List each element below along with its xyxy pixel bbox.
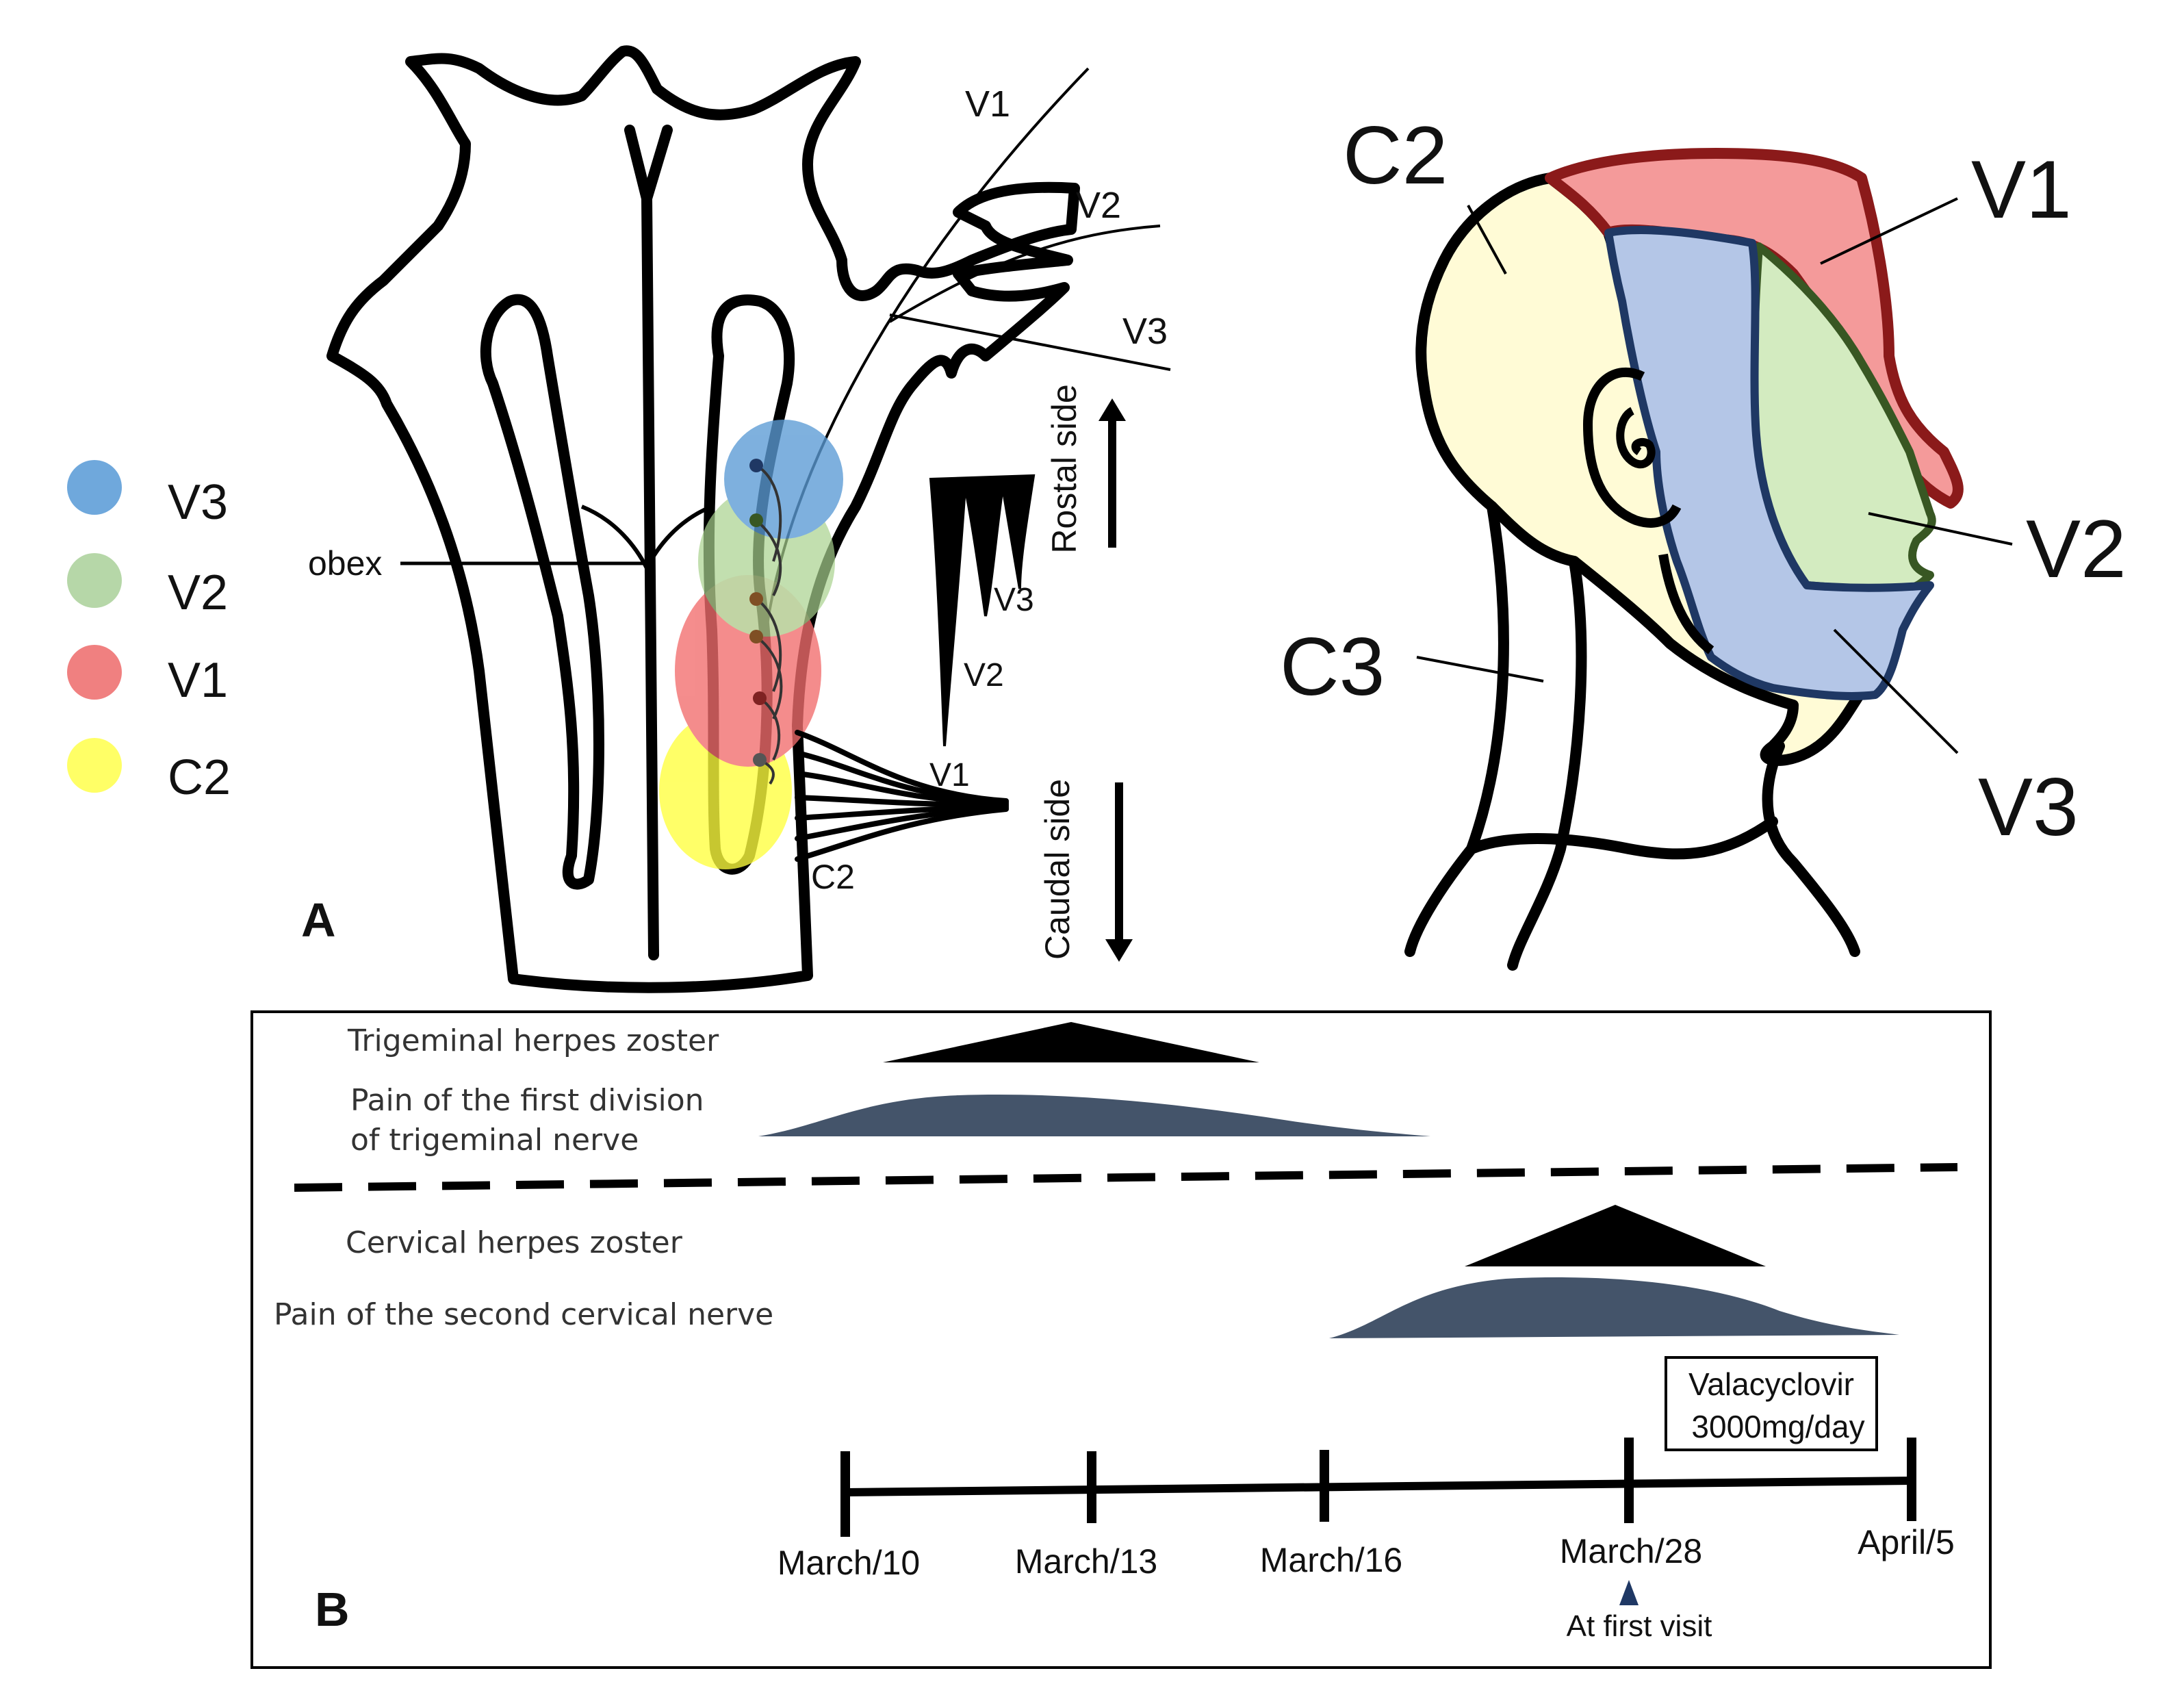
divider-dashed (294, 1163, 1958, 1192)
label-nerve-v3: V3 (1122, 311, 1168, 352)
legend-label-c2: C2 (168, 750, 231, 805)
treatment-box (1665, 1356, 1878, 1451)
timeline-ticks (840, 1438, 1916, 1537)
legend-swatch-v1 (67, 645, 122, 700)
legend-swatch-v3 (67, 460, 122, 515)
legend-item-c2: C2 (67, 738, 231, 805)
legend-label-v2: V2 (168, 565, 228, 620)
row-label-pain-v1-line2: of trigeminal nerve (350, 1123, 639, 1158)
label-head-v3: V3 (1978, 761, 2079, 853)
ear-inner (1616, 407, 1656, 469)
label-nerve-v2: V2 (1076, 185, 1121, 226)
legend-item-v2: V2 (67, 553, 228, 620)
brainstem-outline (326, 45, 1080, 993)
panel-b-timeline: Valacyclovir 3000mg/day March/10 March/1… (250, 1010, 1992, 1669)
legend-label-v3: V3 (168, 475, 228, 530)
label-nerve-v1: V1 (965, 84, 1010, 125)
somatotopic-wedge (929, 474, 1036, 747)
pain-c2-curve (1329, 1277, 1899, 1338)
nerve-fiber-v2 (888, 225, 1161, 323)
legend-swatch-v2 (67, 553, 122, 608)
cheek-line (1658, 553, 1714, 654)
label-wedge-v2: V2 (964, 657, 1004, 693)
neuron-terminals (755, 464, 783, 785)
nerve-fiber-v3 (889, 314, 1171, 371)
caudal-arrow (1105, 782, 1133, 962)
neuron-dots (749, 459, 767, 767)
label-wedge-v1: V1 (929, 757, 970, 793)
legend-swatch-c2 (67, 738, 122, 793)
legend: V3 V2 V1 C2 (67, 460, 231, 805)
date-label-5: April/5 (1858, 1523, 1955, 1561)
label-head-v2: V2 (2026, 503, 2127, 595)
label-wedge-v3: V3 (994, 582, 1034, 618)
label-head-c2: C2 (1343, 110, 1448, 201)
rostral-arrow (1099, 398, 1126, 548)
cervical-zoster-bar (1465, 1205, 1766, 1266)
row-label-trigeminal-zoster: Trigeminal herpes zoster (347, 1023, 719, 1058)
ear-outline (1582, 367, 1682, 528)
neck-outline (1404, 501, 1860, 971)
row-label-pain-c2: Pain of the second cervical nerve (274, 1297, 773, 1332)
head-dermatome-diagram: C2 V1 V2 V3 C3 (1280, 110, 2127, 971)
panel-label-b: B (315, 1583, 350, 1636)
brainstem-diagram: V1 V2 V3 obex V3 V2 V1 C2 Rostal side Ca… (308, 45, 1171, 993)
left-nucleus-column (480, 294, 604, 890)
legend-label-v1: V1 (168, 653, 228, 708)
trigeminal-zoster-bar (883, 1022, 1259, 1062)
legend-item-v1: V1 (67, 645, 228, 708)
region-v3 (724, 420, 843, 539)
date-label-1: March/10 (778, 1544, 920, 1582)
row-label-pain-v1-line1: Pain of the first division (350, 1083, 704, 1118)
central-canal (624, 125, 673, 960)
head-leader-lines (1416, 197, 2013, 754)
date-label-3: March/16 (1260, 1541, 1402, 1579)
timeline-axis (845, 1477, 1912, 1496)
first-visit-label: At first visit (1567, 1609, 1712, 1643)
label-head-v1: V1 (1971, 144, 2072, 235)
nucleus-regions (659, 420, 843, 869)
label-rostral-side: Rostal side (1045, 384, 1083, 553)
date-label-4: March/28 (1560, 1532, 1702, 1570)
obex-arcs (580, 505, 713, 570)
treatment-drug: Valacyclovir (1688, 1366, 1854, 1402)
legend-item-v3: V3 (67, 460, 228, 530)
region-head-v3 (1604, 225, 1934, 700)
label-head-c3: C3 (1280, 621, 1385, 713)
label-c2-root: C2 (811, 858, 855, 896)
label-obex: obex (308, 544, 382, 583)
label-caudal-side: Caudal side (1038, 779, 1077, 960)
row-label-cervical-zoster: Cervical herpes zoster (346, 1225, 683, 1260)
panel-label-a: A (301, 893, 336, 947)
date-label-2: March/13 (1015, 1542, 1157, 1581)
c2-root-fan (795, 730, 1009, 862)
treatment-dose: 3000mg/day (1691, 1409, 1864, 1444)
pain-v1-curve (758, 1095, 1430, 1136)
first-visit-marker (1619, 1580, 1639, 1605)
